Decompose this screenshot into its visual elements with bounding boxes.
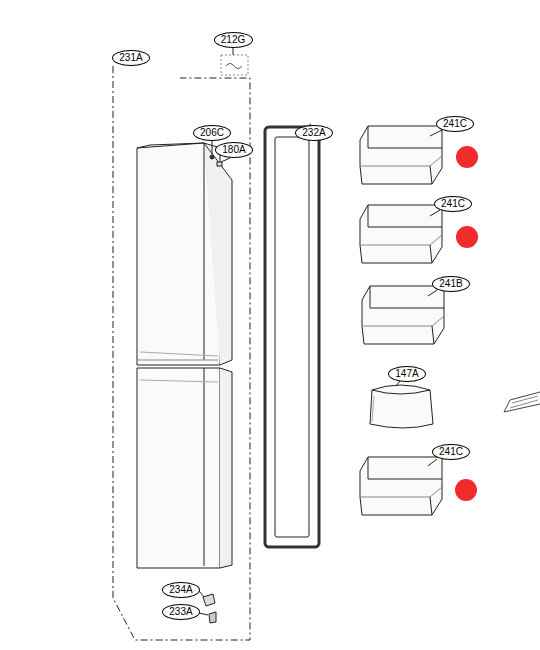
cap [217, 162, 222, 166]
callout-text: 231A [119, 53, 142, 63]
callout-number: 233A [162, 604, 200, 620]
callout-text: 241B [439, 279, 462, 289]
callout-text: 147A [395, 369, 418, 379]
callout-text: 241C [443, 119, 467, 129]
leader-line [428, 459, 437, 466]
assembly-bracket [113, 66, 250, 640]
callout-text: 232A [302, 128, 325, 138]
callout-number: 206C [193, 125, 231, 141]
leader-line [428, 290, 437, 296]
door-lower [137, 368, 232, 568]
callout-text: 241C [441, 199, 465, 209]
callout-number: 232A [295, 125, 333, 141]
callout-text: 212G [221, 35, 245, 45]
shelf-part [504, 392, 540, 412]
callout-number: 212G [214, 32, 253, 48]
clip-part [226, 64, 242, 69]
bin [360, 457, 442, 515]
bin [362, 286, 444, 344]
door-bins [360, 126, 444, 515]
callout-text: 233A [169, 607, 192, 617]
callout-text: 206C [200, 128, 224, 138]
callout-number: 241C [434, 196, 472, 212]
screw [210, 155, 214, 159]
callout-number: 241B [432, 276, 470, 292]
small-bin [370, 381, 433, 428]
leader-line [233, 48, 234, 55]
leader-line [430, 130, 442, 136]
marker-dot [455, 479, 477, 501]
callout-text: 241C [439, 447, 463, 457]
inset-box [221, 55, 248, 75]
bin [360, 126, 442, 184]
door-gasket [265, 124, 319, 547]
marker-dot [456, 226, 478, 248]
bin [360, 205, 442, 263]
marker-dot [456, 146, 478, 168]
hinge-parts [199, 591, 216, 623]
callout-number: 234A [162, 582, 200, 598]
callout-number: 231A [112, 50, 150, 66]
callout-number: 147A [388, 366, 426, 382]
callout-text: 180A [222, 145, 245, 155]
callout-number: 180A [215, 142, 253, 158]
door-upper [137, 143, 232, 365]
callout-number: 241C [432, 444, 470, 460]
leader-line [430, 210, 440, 216]
callout-number: 241C [436, 116, 474, 132]
callout-text: 234A [169, 585, 192, 595]
